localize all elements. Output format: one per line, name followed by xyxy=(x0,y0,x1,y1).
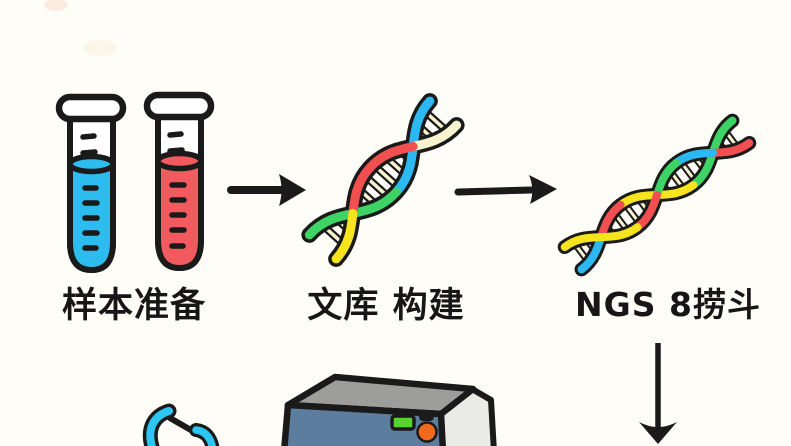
dna-strand-colors xyxy=(560,116,754,274)
liquid-surface xyxy=(67,153,116,175)
blue-test-tube-icon xyxy=(55,93,127,273)
dna-helix-partial-icon xyxy=(142,403,220,446)
liquid-surface xyxy=(155,150,204,172)
machine-power-button xyxy=(416,421,438,443)
step-label-ngs-sequencing: NGS 8捞斗 xyxy=(575,285,761,324)
dna-strand-color xyxy=(146,407,173,446)
arrow-down-icon xyxy=(639,343,677,444)
arrow-right-icon xyxy=(454,175,557,204)
dna-helix-icon xyxy=(557,113,757,277)
step-label-library-construction: 文库 构建 xyxy=(307,286,465,326)
dna-helix-icon xyxy=(301,93,465,267)
tube-rim xyxy=(143,91,215,121)
tube-graduation-marks xyxy=(80,133,100,251)
arrow-head xyxy=(639,422,677,444)
tube-outline xyxy=(155,115,204,271)
step-label-sample-prep: 样本准备 xyxy=(61,286,206,326)
dna-strand-colors xyxy=(304,96,462,264)
smudge-mark xyxy=(83,40,117,56)
dna-strand-color xyxy=(192,426,217,446)
arrow-head xyxy=(529,175,557,204)
sequencer-machine-icon xyxy=(281,373,497,446)
red-test-tube-icon xyxy=(143,91,215,271)
tube-graduation-marks xyxy=(167,131,187,249)
smudge-mark xyxy=(44,0,68,11)
machine-indicator-light xyxy=(419,413,434,421)
arrow-shaft xyxy=(454,186,535,196)
tube-rim xyxy=(55,93,127,123)
arrow-right-icon xyxy=(227,174,306,206)
arrow-head xyxy=(279,174,306,206)
tube-outline xyxy=(67,117,116,273)
machine-screen xyxy=(390,414,416,431)
test-tubes-icon xyxy=(55,91,215,273)
